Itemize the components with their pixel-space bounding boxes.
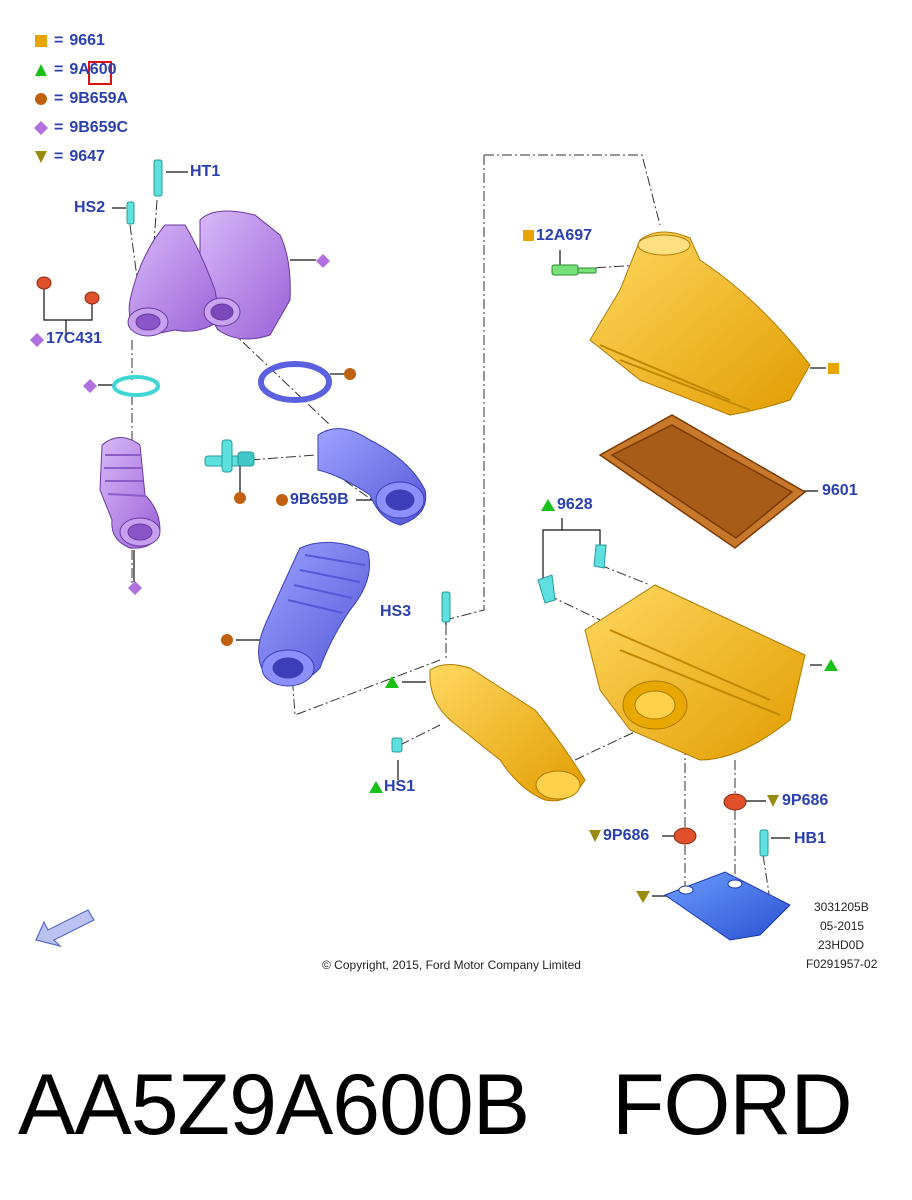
triangle-up-icon — [541, 499, 555, 511]
parts-diagram — [30, 61, 839, 948]
legend-code: 9661 — [69, 32, 105, 49]
callout-9628: 9628 — [557, 496, 593, 513]
callout-9p686-right: 9P686 — [782, 792, 829, 809]
brand-name: FORD — [612, 1057, 853, 1153]
temperature-sensor-part — [551, 264, 597, 276]
legend-code: 9B659A — [69, 90, 129, 107]
triangle-up-icon — [369, 781, 383, 793]
reference-figure-id: F0291957-02 — [806, 957, 878, 971]
air-cleaner-tray-part — [584, 584, 806, 761]
front-direction-arrow-icon — [35, 909, 95, 948]
callout-9601: 9601 — [822, 482, 858, 499]
circle-icon — [276, 494, 288, 506]
triangle-up-icon — [385, 676, 399, 688]
diamond-icon — [83, 379, 97, 393]
vacuum-valve-part — [204, 439, 255, 473]
diamond-icon — [128, 581, 142, 595]
reference-date: 05-2015 — [820, 919, 865, 933]
square-icon — [828, 363, 839, 374]
legend-code: 9B659C — [69, 119, 129, 136]
copyright-notice: © Copyright, 2015, Ford Motor Company Li… — [322, 958, 581, 972]
triangle-down-icon — [767, 795, 779, 807]
legend-code: 9A600 — [69, 61, 117, 78]
highlight-box — [88, 61, 112, 85]
legend-code: 9647 — [69, 148, 105, 165]
triangle-down-icon — [34, 150, 48, 164]
callout-12a697: 12A697 — [536, 227, 593, 244]
diamond-icon — [34, 121, 48, 135]
diamond-icon — [316, 254, 330, 268]
clamp-part — [112, 375, 160, 397]
intake-duct-part — [429, 664, 586, 802]
legend-item-9a600: = 9A600 — [34, 60, 117, 80]
triangle-up-icon — [34, 63, 48, 77]
circle-icon — [234, 492, 246, 504]
callout-hb1: HB1 — [794, 830, 827, 847]
square-icon — [34, 34, 48, 48]
legend-item-9661: = 9661 — [34, 31, 105, 51]
triangle-up-icon — [824, 659, 838, 671]
diamond-icon — [30, 333, 44, 347]
triangle-down-icon — [636, 891, 650, 903]
part-number: AA5Z9A600B — [18, 1057, 530, 1153]
air-filter-element-part — [598, 414, 807, 549]
square-icon — [523, 230, 534, 241]
bolt-parts — [126, 159, 769, 857]
seal-ring-part — [258, 361, 332, 403]
callout-17c431: 17C431 — [46, 330, 103, 347]
legend-item-9b659c: = 9B659C — [34, 118, 128, 138]
callout-9p686-left: 9P686 — [603, 827, 650, 844]
reference-number: 3031205B — [814, 900, 869, 914]
legend-item-9647: = 9647 — [34, 147, 105, 167]
reference-code: 23HD0D — [818, 938, 865, 952]
product-title: AA5Z9A600B FORD — [0, 1050, 912, 1170]
upper-resonator-part — [127, 210, 291, 340]
circle-icon — [221, 634, 233, 646]
retainer-clip-parts — [537, 544, 607, 604]
callout-hs1: HS1 — [384, 778, 416, 795]
callout-symbols — [30, 230, 839, 903]
grommet-parts — [36, 276, 747, 845]
callout-hs3: HS3 — [380, 603, 412, 620]
callout-ht1: HT1 — [190, 163, 221, 180]
callout-9b659b: 9B659B — [290, 491, 349, 508]
air-cleaner-cover-part — [589, 231, 811, 416]
elbow-hose-part — [317, 428, 427, 526]
circle-icon — [34, 92, 48, 106]
mounting-bracket-part — [663, 871, 791, 941]
circle-icon — [344, 368, 356, 380]
triangle-down-icon — [589, 830, 601, 842]
lower-hose-part — [99, 437, 161, 549]
corrugated-hose-part — [258, 541, 371, 687]
callout-hs2: HS2 — [74, 199, 106, 216]
legend-item-9b659a: = 9B659A — [34, 89, 128, 109]
